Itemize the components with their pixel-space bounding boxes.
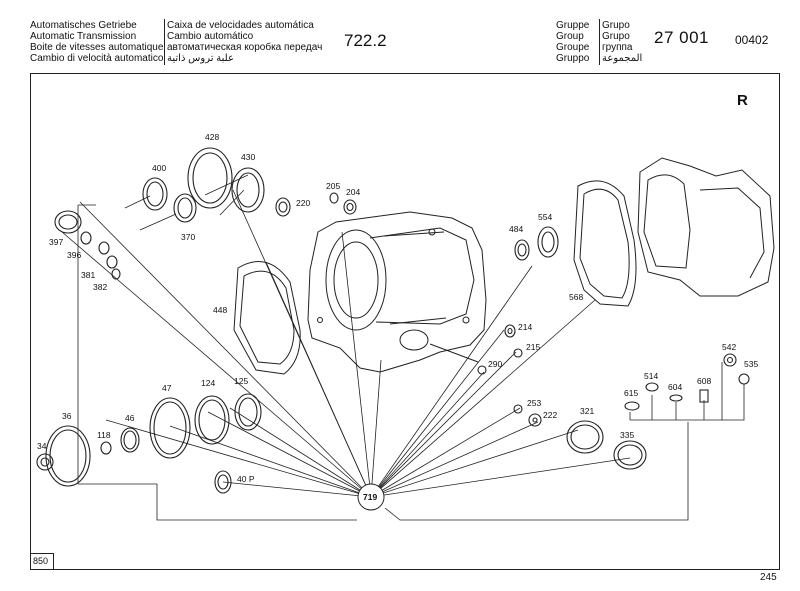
- title-fr: Boite de vitesses automatique: [30, 42, 164, 53]
- page-number: 245: [760, 572, 777, 583]
- part-label: 428: [205, 132, 219, 142]
- header-divider: [599, 19, 600, 65]
- group-word: Gruppe: [556, 20, 590, 31]
- part-labels: 428 430 400 205 204 220 397 396 381 382 …: [37, 132, 758, 484]
- part-label: 554: [538, 212, 552, 222]
- part-label: 46: [125, 413, 135, 423]
- part-label: 36: [62, 411, 72, 421]
- part-label: 40 P: [237, 474, 255, 484]
- group-words-left: Gruppe Group Groupe Gruppo: [556, 20, 589, 64]
- part-label: 430: [241, 152, 255, 162]
- group-word: группа: [602, 42, 633, 53]
- part-label: 215: [526, 342, 540, 352]
- part-label: 290: [488, 359, 502, 369]
- part-label: 34: [37, 441, 47, 451]
- header-divider: [164, 19, 165, 65]
- header-title-block-right: Caixa de velocidades automática Cambio a…: [167, 20, 322, 64]
- part-label: 396: [67, 250, 81, 260]
- part-label: 514: [644, 371, 658, 381]
- part-label: 214: [518, 322, 532, 332]
- part-label: 568: [569, 292, 583, 302]
- diagram-frame: [30, 73, 780, 570]
- title-es: Cambio automático: [167, 31, 254, 42]
- group-word: Group: [556, 31, 584, 42]
- group-number: 27 001: [654, 28, 709, 47]
- document-code: 00402: [735, 33, 769, 47]
- group-word: المجموعة: [602, 53, 643, 64]
- part-label: 253: [527, 398, 541, 408]
- hub-circle: [357, 483, 385, 511]
- group-words-right: Grupo Grupo группа المجموعة: [602, 20, 642, 64]
- header-title-block-left: Automatisches Getriebe Automatic Transmi…: [30, 20, 163, 64]
- corner-letter: R: [737, 92, 748, 109]
- title-ru: автоматическая коробка передач: [167, 42, 323, 53]
- title-it: Cambio di velocità automatico: [30, 53, 164, 64]
- part-label: 381: [81, 270, 95, 280]
- part-label: 222: [543, 410, 557, 420]
- part-label: 608: [697, 376, 711, 386]
- part-label: 370: [181, 232, 195, 242]
- part-label: 47: [162, 383, 172, 393]
- frame-tag-box: [30, 553, 54, 570]
- group-word: Grupo: [602, 31, 630, 42]
- seal-rings: [36, 147, 750, 494]
- model-number: 722.2: [344, 31, 387, 50]
- part-label: 220: [296, 198, 310, 208]
- part-label: 204: [346, 187, 360, 197]
- frame-tag: 850: [33, 556, 49, 566]
- part-label: 397: [49, 237, 63, 247]
- group-word: Groupe: [556, 42, 590, 53]
- part-label: 484: [509, 224, 523, 234]
- title-pt: Caixa de velocidades automática: [167, 20, 314, 31]
- part-label: 124: [201, 378, 215, 388]
- transmission-housing: [307, 211, 487, 373]
- gaskets: [233, 180, 637, 375]
- part-label: 400: [152, 163, 166, 173]
- group-word: Grupo: [602, 20, 630, 31]
- part-label: 205: [326, 181, 340, 191]
- part-label: 335: [620, 430, 634, 440]
- part-label: 615: [624, 388, 638, 398]
- title-de: Automatisches Getriebe: [30, 20, 137, 31]
- part-label: 542: [722, 342, 736, 352]
- part-label: 535: [744, 359, 758, 369]
- part-label: 382: [93, 282, 107, 292]
- part-label: 604: [668, 382, 682, 392]
- part-label: 118: [97, 430, 111, 440]
- part-label: 321: [580, 406, 594, 416]
- hub-label: 719: [363, 492, 377, 502]
- title-en: Automatic Transmission: [30, 31, 137, 42]
- part-label: 125: [234, 376, 248, 386]
- converter-housing: [637, 157, 775, 297]
- group-word: Gruppo: [556, 53, 590, 64]
- title-ar: علبة تروس ذاتية: [167, 53, 234, 64]
- part-label: 448: [213, 305, 227, 315]
- leader-lines: [61, 174, 745, 521]
